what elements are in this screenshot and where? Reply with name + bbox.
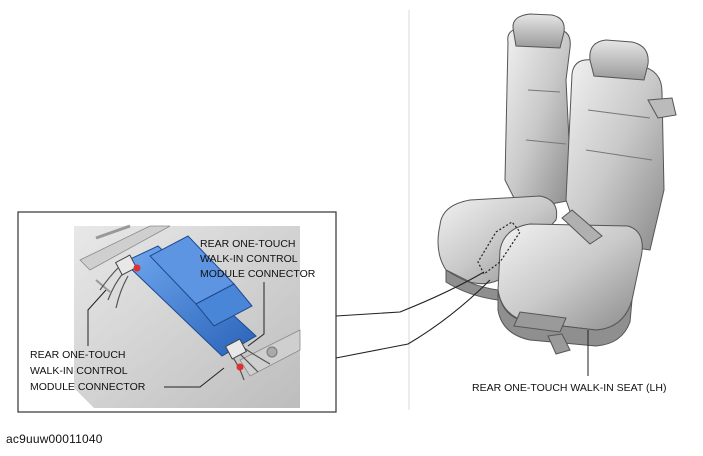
leader-line-top-connector [247, 282, 265, 347]
connector-label-top: REAR ONE-TOUCH WALK-IN CONTROL MODULE CO… [200, 238, 316, 280]
seat-label: REAR ONE-TOUCH WALK-IN SEAT (LH) [472, 382, 666, 394]
figure-id: ac9uuw00011040 [6, 432, 103, 446]
connector-marker-icon [133, 264, 141, 272]
leader-line-bottom-connector [87, 289, 107, 346]
control-module-illustration [99, 235, 271, 381]
connector-marker-icon [236, 363, 244, 371]
callout-line-lower [335, 279, 491, 359]
rear-seat-illustration [437, 13, 677, 355]
connector-label-bottom: REAR ONE-TOUCH WALK-IN CONTROL MODULE CO… [30, 349, 146, 393]
leader-line-bottom-connector-2 [164, 367, 225, 388]
callout-line-upper [335, 271, 485, 317]
